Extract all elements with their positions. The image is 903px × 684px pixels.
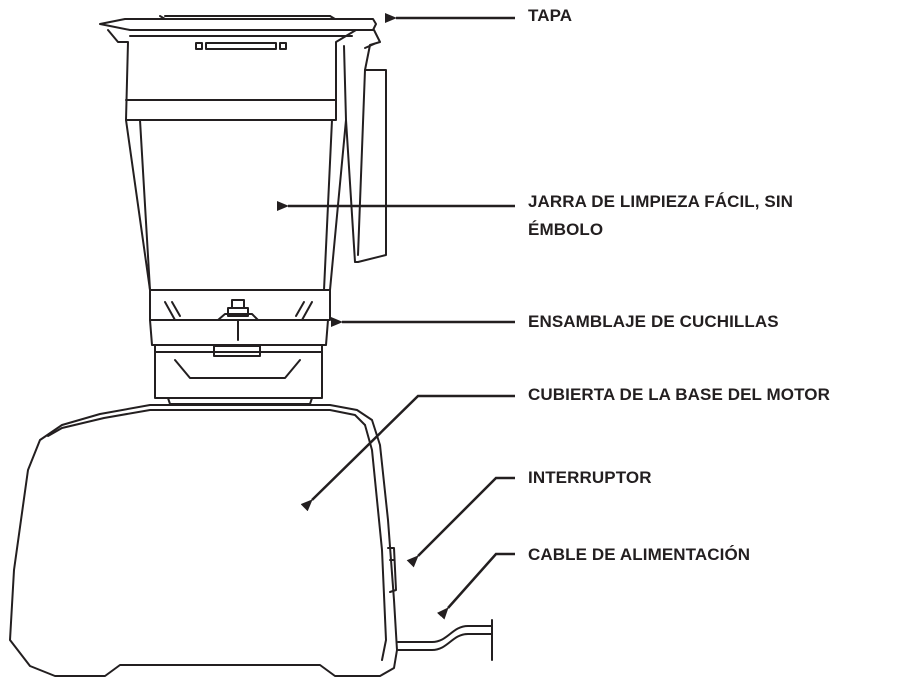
label-switch: INTERRUPTOR (528, 468, 652, 487)
label-blade-assembly: ENSAMBLAJE DE CUCHILLAS (528, 312, 779, 331)
lid-drawing (99, 15, 377, 31)
jar-drawing (107, 29, 357, 405)
jar-handle-drawing (343, 29, 387, 263)
label-container-line2: ÉMBOLO (528, 220, 604, 239)
arrow-motor-base (300, 394, 515, 512)
label-motor-base: CUBIERTA DE LA BASE DEL MOTOR (528, 385, 830, 404)
arrow-switch (406, 476, 515, 568)
motor-base-drawing (9, 404, 398, 677)
arrow-power-cord (436, 552, 515, 620)
label-container-line1: JARRA DE LIMPIEZA FÁCIL, SIN (528, 192, 794, 211)
label-power-cord: CABLE DE ALIMENTACIÓN (528, 545, 751, 564)
label-lid: TAPA (528, 6, 573, 25)
label-container: JARRA DE LIMPIEZA FÁCIL, SIN ÉMBOLO (528, 188, 793, 244)
power-cord-drawing (397, 619, 493, 661)
